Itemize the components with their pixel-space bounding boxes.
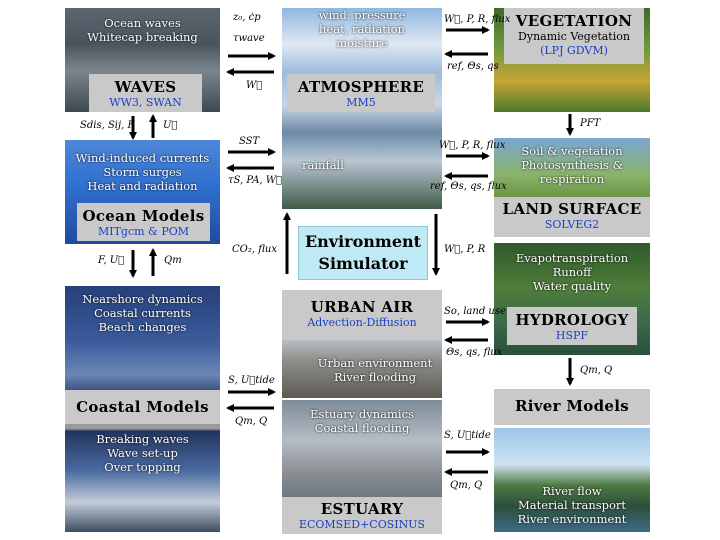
coastal-text-5: Wave set-up bbox=[107, 446, 178, 460]
vegetation-label: VEGETATION Dynamic Vegetation (LPJ GDVM) bbox=[504, 8, 644, 64]
environment-simulator-box: Environment Simulator bbox=[298, 226, 428, 280]
waves-title: WAVES bbox=[114, 78, 177, 96]
urban-text-1: Urban environment bbox=[317, 356, 433, 370]
estuary-text-2: Coastal flooding bbox=[314, 421, 410, 435]
hydrology-label: HYDROLOGY HSPF bbox=[507, 307, 637, 345]
atmosphere-subtitle: MM5 bbox=[346, 96, 376, 109]
ann-fu: F, U⃗ bbox=[98, 255, 125, 266]
coastal-panel: Nearshore dynamics Coastal currents Beac… bbox=[65, 286, 220, 532]
coastal-text-1: Nearshore dynamics bbox=[82, 292, 203, 306]
estuary-text-1: Estuary dynamics bbox=[310, 407, 414, 421]
ann-w-wave: W⃗ bbox=[246, 80, 263, 91]
ann-tau-s: τS, PA, W⃗ bbox=[228, 175, 283, 186]
urban-label: URBAN AIR Advection-Diffusion bbox=[282, 290, 442, 340]
land-subtitle: SOLVEG2 bbox=[544, 218, 600, 231]
ocean-panel: Wind-induced currents Storm surges Heat … bbox=[65, 140, 220, 244]
ann-ref-land: ref, Θs, qs, flux bbox=[430, 181, 507, 192]
atmosphere-text-1: wind, pressure bbox=[318, 8, 406, 22]
waves-subtitle: WW3, SWAN bbox=[109, 96, 182, 109]
vegetation-title: VEGETATION bbox=[515, 12, 633, 30]
atmosphere-text-3: moisture bbox=[336, 36, 388, 50]
ann-qmq-hyd: Qm, Q bbox=[580, 365, 613, 376]
ann-sst: SST bbox=[239, 136, 260, 147]
vegetation-panel: VEGETATION Dynamic Vegetation (LPJ GDVM) bbox=[494, 8, 650, 112]
ann-tau-wave: τwave bbox=[233, 33, 265, 44]
coastal-text-2: Coastal currents bbox=[94, 306, 191, 320]
ann-su-tide-2: S, U⃗tide bbox=[444, 430, 491, 441]
urban-title: URBAN AIR bbox=[310, 298, 414, 316]
ann-so: So, land use bbox=[444, 306, 506, 317]
coastal-text-3: Beach changes bbox=[98, 320, 187, 334]
estuary-title: ESTUARY bbox=[320, 500, 404, 518]
ocean-text-2: Storm surges bbox=[103, 165, 182, 179]
waves-text-2: Whitecap breaking bbox=[87, 30, 198, 44]
ann-sdis: Sdis, Sij, F bbox=[80, 120, 135, 131]
urban-panel: URBAN AIR Advection-Diffusion Urban envi… bbox=[282, 290, 442, 398]
estuary-panel: Estuary dynamics Coastal flooding ESTUAR… bbox=[282, 400, 442, 534]
hydrology-text-1: Evapotranspiration bbox=[515, 251, 629, 265]
ocean-text-3: Heat and radiation bbox=[87, 179, 198, 193]
hydrology-text-2: Runoff bbox=[552, 265, 592, 279]
river-text-1: River flow bbox=[542, 484, 602, 498]
vegetation-subtitle: Dynamic Vegetation bbox=[518, 30, 630, 43]
ocean-title: Ocean Models bbox=[82, 207, 205, 225]
vegetation-subtitle-2: (LPJ GDVM) bbox=[540, 44, 608, 57]
ann-qmq-1: Qm, Q bbox=[235, 416, 268, 427]
ann-co2: CO₂, flux bbox=[232, 244, 277, 255]
ocean-label: Ocean Models MITgcm & POM bbox=[77, 203, 210, 241]
waves-text-1: Ocean waves bbox=[104, 16, 181, 30]
river-text-3: River environment bbox=[517, 512, 627, 526]
land-text-2: Photosynthesis & bbox=[521, 158, 623, 172]
ann-ref-veg: ref, Θs, qs bbox=[447, 61, 499, 72]
ann-wpr: W⃗, P, R bbox=[444, 244, 486, 255]
center-line-1: Environment bbox=[304, 232, 422, 251]
ann-w-land: W⃗, P, R, flux bbox=[439, 140, 506, 151]
coastal-text-4: Breaking waves bbox=[96, 432, 189, 446]
hydrology-panel: Evapotranspiration Runoff Water quality … bbox=[494, 243, 650, 355]
atmosphere-panel: wind, pressure heat, radiation moisture … bbox=[282, 8, 442, 209]
land-text-3: respiration bbox=[539, 172, 605, 186]
atmosphere-title: ATMOSPHERE bbox=[297, 78, 425, 96]
river-label: River Models bbox=[494, 389, 650, 425]
hydrology-title: HYDROLOGY bbox=[515, 311, 629, 329]
urban-text-2: River flooding bbox=[333, 370, 417, 384]
coastal-title: Coastal Models bbox=[76, 398, 209, 416]
hydrology-subtitle: HSPF bbox=[555, 329, 589, 342]
land-title: LAND SURFACE bbox=[502, 200, 642, 218]
ann-qm: Qm bbox=[164, 255, 182, 266]
river-text-2: Material transport bbox=[517, 498, 627, 512]
waves-label: WAVES WW3, SWAN bbox=[89, 74, 202, 112]
coastal-label: Coastal Models bbox=[65, 390, 220, 424]
estuary-subtitle: ECOMSED+COSINUS bbox=[298, 518, 426, 531]
land-label: LAND SURFACE SOLVEG2 bbox=[494, 197, 650, 237]
rainfall-text: rainfall bbox=[302, 158, 344, 172]
estuary-label: ESTUARY ECOMSED+COSINUS bbox=[282, 497, 442, 534]
ann-qmq-2: Qm, Q bbox=[450, 480, 483, 491]
ann-pft: PFT bbox=[580, 118, 601, 129]
waves-panel: Ocean waves Whitecap breaking WAVES WW3,… bbox=[65, 8, 220, 112]
ann-w-veg: W⃗, P, R, flux bbox=[444, 14, 511, 25]
atmosphere-label: ATMOSPHERE MM5 bbox=[287, 74, 435, 112]
ann-theta: Θs, qs, flux bbox=[446, 347, 503, 358]
ocean-text-1: Wind-induced currents bbox=[75, 151, 210, 165]
land-text-1: Soil & vegetation bbox=[521, 144, 623, 158]
river-title: River Models bbox=[515, 397, 629, 415]
ann-su-tide-1: S, U⃗tide bbox=[228, 375, 275, 386]
center-line-2: Simulator bbox=[318, 254, 408, 273]
ann-ucur: U⃗ bbox=[163, 120, 178, 131]
atmosphere-text-2: heat, radiation bbox=[319, 22, 405, 36]
hydrology-text-3: Water quality bbox=[532, 279, 612, 293]
ocean-subtitle: MITgcm & POM bbox=[97, 225, 190, 238]
ann-z0: z₀, ċp bbox=[233, 12, 261, 23]
coastal-text-6: Over topping bbox=[104, 460, 181, 474]
river-panel: River flow Material transport River envi… bbox=[494, 428, 650, 532]
urban-subtitle: Advection-Diffusion bbox=[307, 316, 417, 329]
